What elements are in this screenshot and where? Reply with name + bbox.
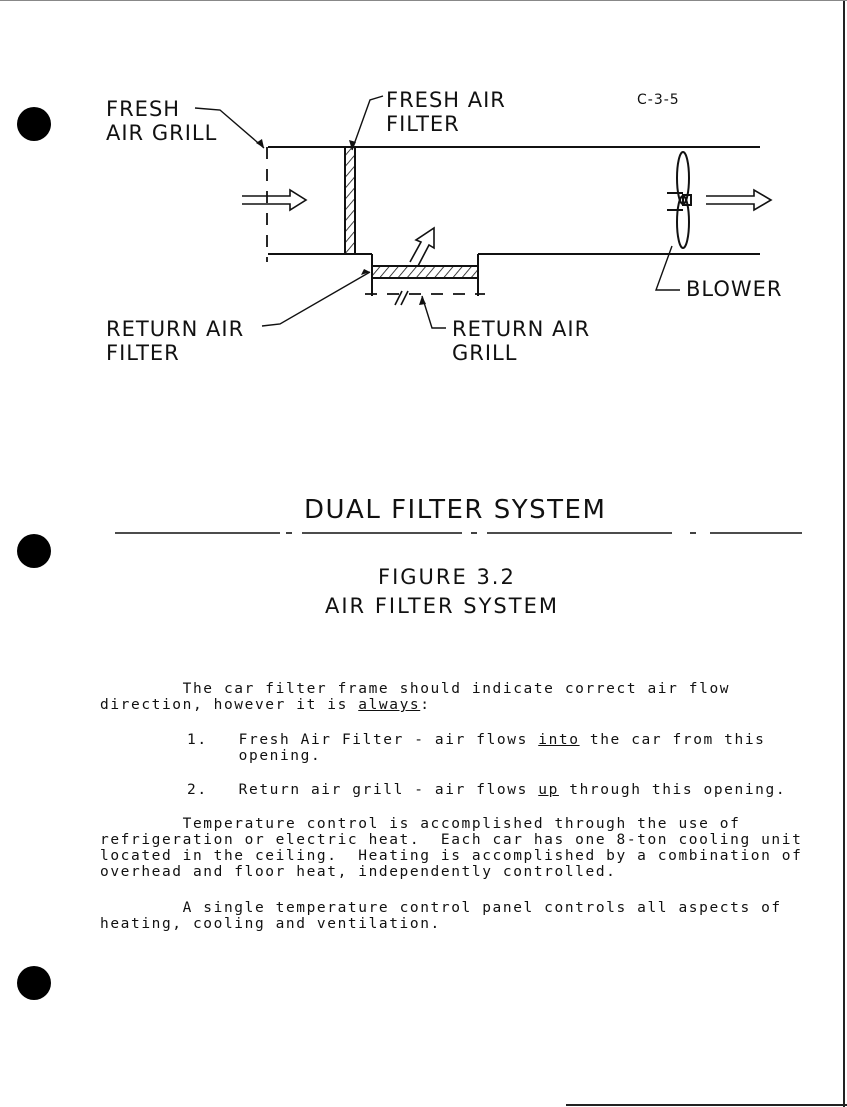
paragraph-3: A single temperature control panel contr… [100, 900, 782, 932]
page-bottom-edge [566, 1104, 847, 1106]
paragraph-1: The car filter frame should indicate cor… [100, 681, 731, 713]
figure-number: FIGURE 3.2 [378, 565, 516, 589]
label-fresh-air-grill: FRESH AIR GRILL [106, 97, 218, 145]
label-blower: BLOWER [686, 277, 783, 301]
page-top-edge [0, 0, 847, 1]
page-right-edge [843, 0, 845, 1107]
page-code: C-3-5 [637, 92, 680, 108]
figure-caption: AIR FILTER SYSTEM [325, 594, 559, 618]
fresh-air-filter-element [344, 146, 356, 255]
label-return-air-filter: RETURN AIR FILTER [106, 317, 245, 365]
return-air-filter-element [371, 265, 479, 279]
leader-fresh-air-filter [351, 95, 384, 151]
leader-return-air-filter [261, 271, 371, 327]
leader-return-air-grill [421, 295, 446, 329]
return-grill-slash [394, 290, 409, 306]
blower-fan [667, 151, 692, 249]
outlet-arrow [706, 188, 773, 212]
list-item-1: 1. Fresh Air Filter - air flows into the… [187, 732, 766, 764]
binder-hole-top [17, 107, 51, 141]
binder-hole-bottom [17, 966, 51, 1000]
air-duct-diagram [194, 95, 773, 329]
list-item-2: 2. Return air grill - air flows up throu… [187, 782, 787, 798]
title-rule-line [115, 532, 802, 534]
label-return-air-grill: RETURN AIR GRILL [452, 317, 591, 365]
binder-hole-middle [17, 534, 51, 568]
leader-blower [655, 245, 680, 291]
paragraph-2: Temperature control is accomplished thro… [100, 816, 803, 880]
return-up-arrow [409, 226, 435, 267]
leader-fresh-air-grill [194, 107, 265, 149]
label-fresh-air-filter: FRESH AIR FILTER [386, 88, 506, 136]
diagram-title: DUAL FILTER SYSTEM [304, 495, 607, 525]
inlet-arrow [242, 188, 308, 212]
